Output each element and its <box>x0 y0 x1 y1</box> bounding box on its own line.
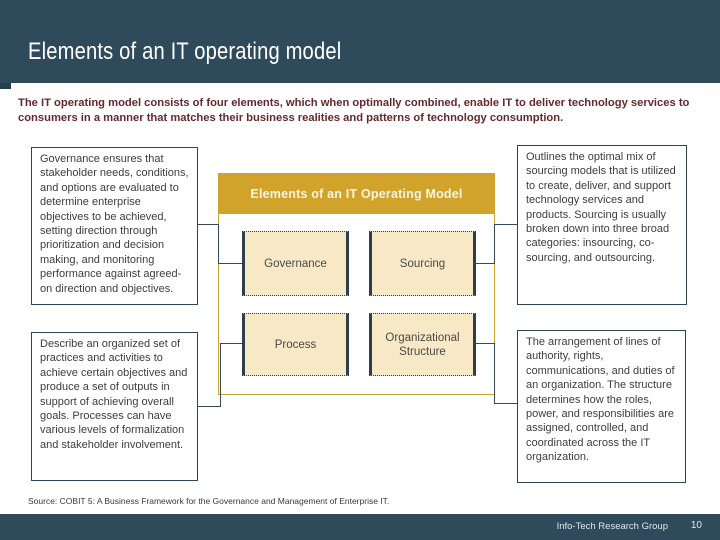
process-description-box: Describe an organized set of practices a… <box>31 332 198 481</box>
diagram-box-organizational-structure: Organizational Structure <box>369 313 476 376</box>
org-structure-description-text: The arrangement of lines of authority, r… <box>526 336 675 464</box>
connector-governance <box>197 224 219 225</box>
diagram-box-governance: Governance <box>242 231 349 296</box>
source-note: Source: COBIT 5: A Business Framework fo… <box>28 496 390 506</box>
diagram-box-sourcing: Sourcing <box>369 231 476 296</box>
governance-description-box: Governance ensures that stakeholder need… <box>31 147 198 305</box>
connector-org-structure <box>494 403 517 404</box>
diagram-box-sourcing-label: Sourcing <box>399 257 446 270</box>
org-structure-description-box: The arrangement of lines of authority, r… <box>517 330 686 483</box>
connector-sourcing <box>494 224 517 225</box>
connector-org-structure <box>494 343 495 404</box>
connector-process <box>197 406 221 407</box>
diagram-box-process: Process <box>242 313 349 376</box>
connector-org-structure <box>474 343 495 344</box>
connector-process <box>220 343 221 407</box>
governance-description-text: Governance ensures that stakeholder need… <box>40 153 189 295</box>
intro-text: The IT operating model consists of four … <box>18 97 690 124</box>
process-description-text: Describe an organized set of practices a… <box>40 338 188 451</box>
page-number: 10 <box>690 520 702 531</box>
diagram-box-process-label: Process <box>274 338 317 351</box>
brand-name: Info-Tech Research Group <box>556 521 668 532</box>
operating-model-diagram: Elements of an IT Operating Model Govern… <box>218 173 495 395</box>
slide-header: Elements of an IT operating model <box>0 0 720 83</box>
connector-sourcing <box>474 263 495 264</box>
connector-governance <box>218 263 242 264</box>
connector-governance <box>218 224 219 264</box>
diagram-box-governance-label: Governance <box>264 257 327 270</box>
sourcing-description-box: Outlines the optimal mix of sourcing mod… <box>517 145 687 305</box>
connector-process <box>220 343 242 344</box>
connector-sourcing <box>494 224 495 264</box>
diagram-box-organizational-structure-label: Organizational Structure <box>385 331 460 358</box>
slide-footer: Info-Tech Research Group 10 <box>0 514 720 540</box>
sourcing-description-text: Outlines the optimal mix of sourcing mod… <box>526 151 676 264</box>
diagram-title-bar: Elements of an IT Operating Model <box>219 174 494 214</box>
page-title: Elements of an IT operating model <box>28 38 342 65</box>
header-notch <box>0 83 11 89</box>
